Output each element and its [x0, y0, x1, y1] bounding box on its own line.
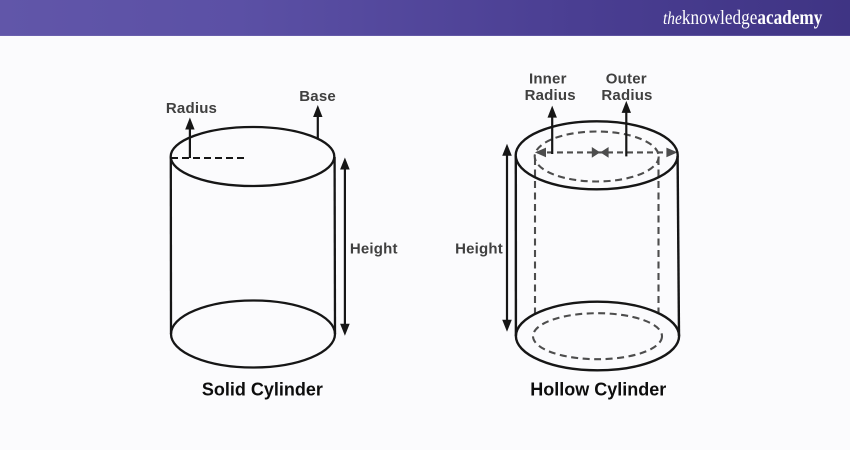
svg-text:Height: Height — [455, 241, 503, 258]
svg-text:Solid Cylinder: Solid Cylinder — [202, 380, 323, 400]
svg-text:Radius: Radius — [166, 100, 217, 117]
svg-text:Radius: Radius — [601, 87, 652, 104]
svg-text:Inner: Inner — [529, 70, 567, 87]
svg-text:Outer: Outer — [606, 70, 647, 87]
svg-text:Height: Height — [350, 241, 398, 258]
svg-text:Base: Base — [299, 88, 336, 105]
svg-text:Radius: Radius — [525, 87, 576, 104]
svg-text:Hollow Cylinder: Hollow Cylinder — [530, 380, 666, 400]
